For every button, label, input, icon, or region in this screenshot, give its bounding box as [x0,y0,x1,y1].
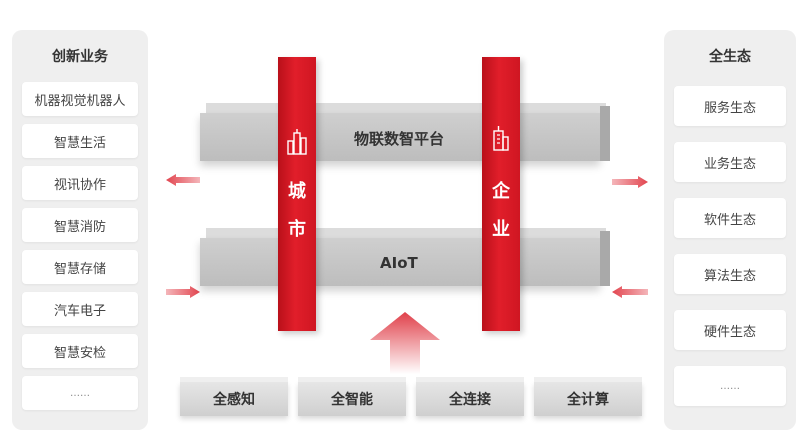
innovation-item: 机器视觉机器人 [22,82,138,116]
innovation-panel: 创新业务 机器视觉机器人 智慧生活 视讯协作 智慧消防 智慧存储 汽车电子 智慧… [12,30,148,430]
enterprise-building-icon [493,126,509,151]
ecosystem-item: 业务生态 [674,142,786,182]
full-perception-block: 全感知 [180,377,288,416]
city-pillar: 城 市 [278,57,316,331]
city-buildings-icon [287,129,307,155]
innovation-item: 智慧消防 [22,208,138,242]
full-connectivity-block: 全连接 [416,377,524,416]
ecosystem-panel-title: 全生态 [709,49,751,65]
innovation-item: 汽车电子 [22,292,138,326]
ecosystem-item: 软件生态 [674,198,786,238]
arrow-up-icon [370,312,440,374]
platform-layer-top [206,103,606,113]
full-intelligence-block: 全智能 [298,377,406,416]
arrow-right-out-icon [612,176,648,188]
innovation-item: 智慧存储 [22,250,138,284]
city-pillar-char-1: 城 [288,181,306,202]
platform-layer-label: 物联数智平台 [354,130,445,148]
aiot-layer-label: AIoT [380,254,418,272]
ecosystem-panel: 全生态 服务生态 业务生态 软件生态 算法生态 硬件生态 …… [664,30,796,430]
aiot-layer-side [600,231,610,286]
city-pillar-char-2: 市 [288,219,306,240]
platform-layer-side [600,106,610,161]
ecosystem-item: 服务生态 [674,86,786,126]
arrow-left-in-icon [166,286,200,298]
innovation-item: 视讯协作 [22,166,138,200]
arrow-left-out-icon [166,174,200,186]
ecosystem-item: 算法生态 [674,254,786,294]
arrow-right-in-icon [612,286,648,298]
aiot-layer-top [206,228,606,238]
enterprise-pillar-char-2: 业 [492,219,510,240]
innovation-panel-title: 创新业务 [52,49,108,65]
aiot-layer [200,238,600,286]
ecosystem-item-more: …… [674,366,786,406]
platform-layer [200,113,600,161]
full-computing-block: 全计算 [534,377,642,416]
innovation-item: 智慧生活 [22,124,138,158]
enterprise-pillar-char-1: 企 [492,181,510,202]
ecosystem-item: 硬件生态 [674,310,786,350]
enterprise-pillar: 企 业 [482,57,520,331]
innovation-item-more: …… [22,376,138,410]
innovation-item: 智慧安检 [22,334,138,368]
